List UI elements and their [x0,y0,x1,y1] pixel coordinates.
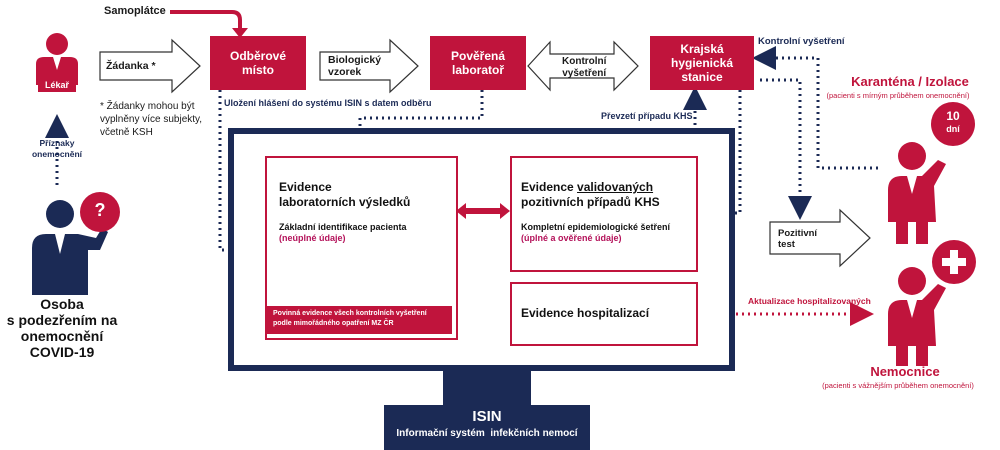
evidence-laboratornich-box[interactable]: Evidence laboratorních výsledků Základní… [265,156,458,340]
osoba-caption: Osoba s podezřením na onemocnění COVID-1… [6,296,118,360]
kontrolni-vysetreni-arrow [527,40,639,92]
odberove-misto-box[interactable]: Odběrové místo [210,36,306,90]
samoplatce-label: Samoplátce [104,5,166,17]
zadanka-note: * Žádanky mohou být vyplněny více subjek… [100,101,203,138]
poverena-laborator-box[interactable]: Pověřená laboratoř [430,36,526,90]
zadanka-arrow [99,38,201,94]
ten-days-label: 10 dní [946,109,960,135]
evidence-hospitalizaci-box[interactable]: Evidence hospitalizací [510,282,698,346]
aktualizace-label: Aktualizace hospitalizovaných [748,296,871,306]
pozitivni-test-arrow [769,208,871,268]
samoplatce-arrow [170,10,242,30]
ten-days-icon [931,102,975,146]
karantena-subtitle: (pacienti s mírným průběhem onemocnění) [826,91,970,100]
isin-title: ISIN [472,408,502,425]
priznaky-label: Příznaky onemocnění [31,138,83,159]
krajska-hygienicka-stanice-box[interactable]: Krajská hygienická stanice [650,36,754,90]
biologicky-vzorek-label: Biologický vzorek [328,54,382,78]
karantena-title: Karanténa / Izolace [851,74,969,89]
nemocnice-title: Nemocnice [870,364,940,379]
isin-fullname: Informační systém infekčních nemocí [396,428,578,439]
kontrolni-vysetreni-arrow-label: Kontrolní vyšetření [562,56,607,79]
kontrolni-vysetreni-label: Kontrolní vyšetření [758,36,845,47]
evidence-validovanych-box[interactable]: Evidence validovaných pozitivních případ… [510,156,698,272]
povinna-evidence-banner: Povinná evidence všech kontrolních vyšet… [267,306,452,334]
hospital-person-icon [888,267,946,366]
lekar-label: Lékař [38,78,76,92]
question-mark: ? [94,200,106,220]
pozitivni-test-label: Pozitivní test [778,228,818,250]
question-icon [80,192,120,232]
person-icon [32,200,108,295]
biologicky-vzorek-arrow [319,38,419,94]
isin-stand [384,405,590,450]
quarantine-person-icon [888,142,946,244]
zadanka-label: Žádanka * [106,60,156,72]
prevzeti-label: Převzetí případu KHS [601,111,693,121]
ulozeni-label: Uložení hlášení do systému ISIN s datem … [224,98,432,108]
nemocnice-subtitle: (pacienti s vážnějším průběhem onemocněn… [822,381,974,390]
